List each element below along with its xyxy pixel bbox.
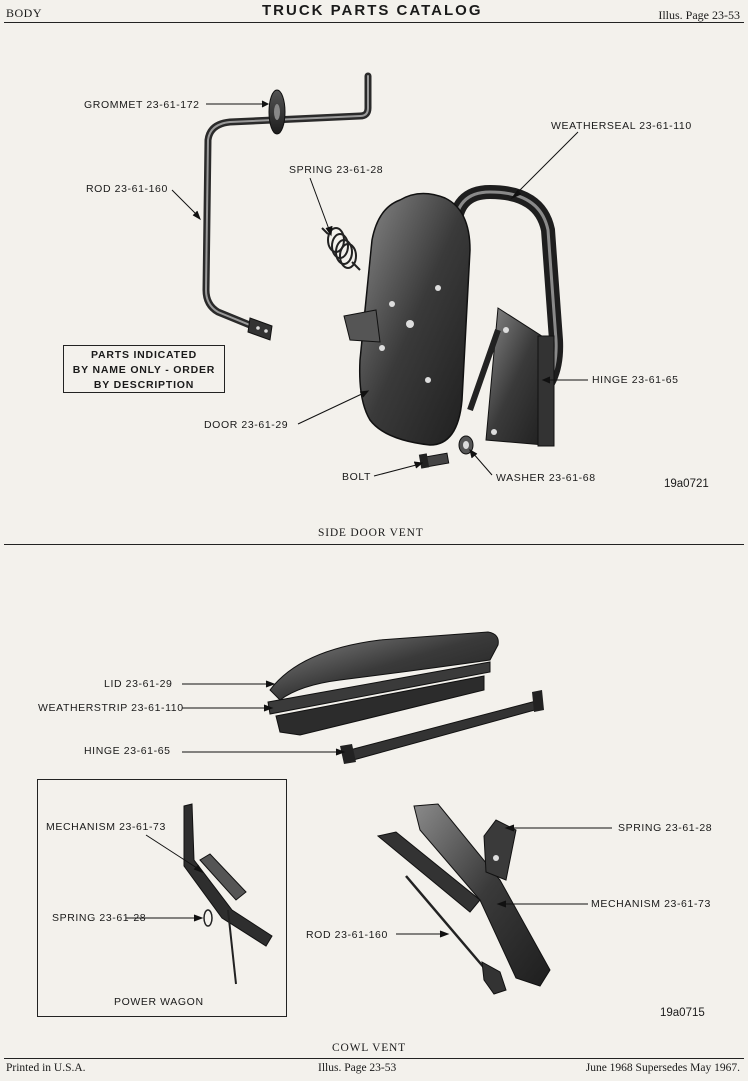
footer-rule bbox=[4, 1058, 744, 1059]
grommet-part bbox=[268, 89, 286, 135]
footer-date: June 1968 Supersedes May 1967. bbox=[585, 1062, 740, 1074]
page-reference: Illus. Page 23-53 bbox=[658, 8, 740, 22]
label-spring: SPRING 23-61-28 bbox=[289, 164, 384, 176]
notice-line: PARTS INDICATED bbox=[90, 349, 198, 361]
page-title: TRUCK PARTS CATALOG bbox=[262, 2, 483, 19]
door-part bbox=[343, 192, 471, 446]
spring-part bbox=[321, 227, 361, 271]
label-grommet: GROMMET 23-61-172 bbox=[84, 99, 200, 111]
bolt-part bbox=[418, 452, 450, 469]
cowl-rod-part bbox=[405, 875, 507, 995]
illustration-number-top: 19a0721 bbox=[664, 478, 709, 490]
section-label: BODY bbox=[6, 6, 43, 20]
label-spring-power-wagon: SPRING 23-61-28 bbox=[52, 912, 147, 924]
order-notice-box: PARTS INDICATED BY NAME ONLY - ORDER BY … bbox=[63, 345, 225, 393]
cowl-hinge-part bbox=[340, 690, 544, 764]
label-washer: WASHER 23-61-68 bbox=[496, 472, 596, 484]
label-mechanism-power-wagon: MECHANISM 23-61-73 bbox=[46, 821, 166, 833]
label-lid: LID 23-61-29 bbox=[104, 678, 173, 690]
caption-cowl-vent: COWL VENT bbox=[332, 1042, 406, 1054]
caption-side-door-vent: SIDE DOOR VENT bbox=[318, 527, 424, 539]
label-rod-cowl: ROD 23-61-160 bbox=[306, 929, 388, 941]
illustration-number-bottom: 19a0715 bbox=[660, 1007, 705, 1019]
label-hinge: HINGE 23-61-65 bbox=[592, 374, 679, 386]
section-divider bbox=[4, 544, 744, 545]
lid-part bbox=[269, 631, 499, 701]
weatherstrip-part bbox=[267, 661, 491, 715]
power-wagon-caption: POWER WAGON bbox=[114, 996, 204, 1008]
label-rod: ROD 23-61-160 bbox=[86, 183, 168, 195]
notice-line: BY NAME ONLY - ORDER bbox=[72, 364, 216, 376]
rod-part bbox=[202, 72, 372, 341]
power-wagon-box bbox=[37, 779, 287, 1017]
label-weatherstrip: WEATHERSTRIP 23-61-110 bbox=[38, 702, 184, 714]
cowl-mechanism-part bbox=[376, 803, 551, 987]
header-rule bbox=[4, 22, 744, 23]
top-leader-lines bbox=[171, 100, 588, 477]
notice-line: BY DESCRIPTION bbox=[93, 379, 195, 391]
footer-printed: Printed in U.S.A. bbox=[6, 1062, 86, 1074]
label-mechanism-cowl: MECHANISM 23-61-73 bbox=[591, 898, 711, 910]
label-weatherseal: WEATHERSEAL 23-61-110 bbox=[551, 120, 692, 132]
label-cowl-hinge: HINGE 23-61-65 bbox=[84, 745, 171, 757]
lid-frame bbox=[275, 675, 485, 736]
label-door: DOOR 23-61-29 bbox=[204, 419, 289, 431]
label-spring-cowl: SPRING 23-61-28 bbox=[618, 822, 713, 834]
bottom-leader-lines bbox=[126, 680, 612, 938]
footer-page-reference: Illus. Page 23-53 bbox=[318, 1062, 397, 1074]
hinge-part bbox=[467, 307, 555, 447]
label-bolt: BOLT bbox=[342, 471, 372, 483]
power-wagon-mechanism-part bbox=[183, 803, 273, 985]
